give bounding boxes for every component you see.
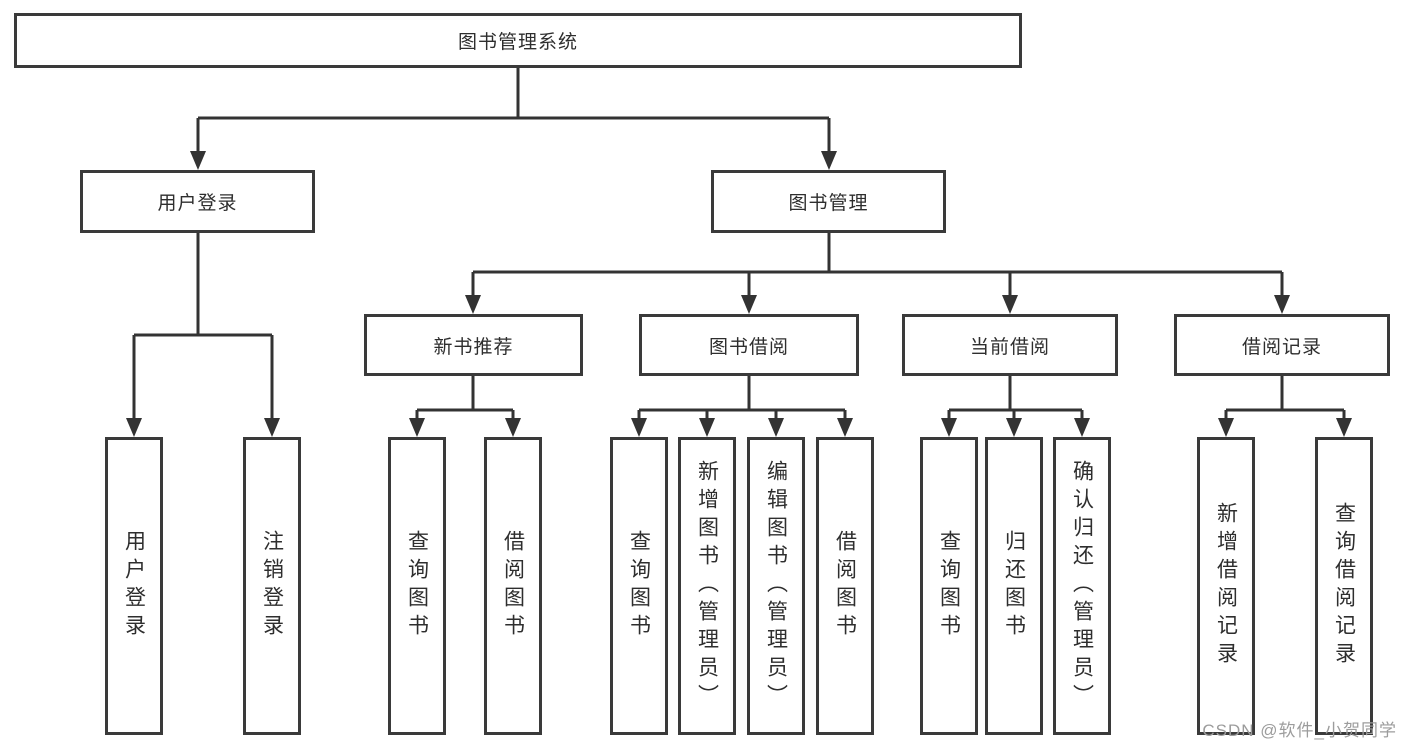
node-book-borrow: 图书借阅: [639, 314, 859, 376]
arrowhead: [264, 418, 280, 437]
edge-bookborrow-to-leaves: [637, 376, 847, 421]
leaf-borrow-books: 借阅图书: [816, 437, 874, 735]
arrowhead: [768, 418, 784, 437]
edge-userlogin-to-leaves: [132, 233, 274, 421]
arrowhead: [821, 151, 837, 170]
leaf-query-books-current: 查询图书: [920, 437, 978, 735]
arrowhead: [1336, 418, 1352, 437]
arrowhead: [409, 418, 425, 437]
leaf-add-borrow-record: 新增借阅记录: [1197, 437, 1255, 735]
arrowhead: [941, 418, 957, 437]
arrowhead: [1006, 418, 1022, 437]
arrowhead: [1274, 295, 1290, 314]
edge-borrowrecord-to-leaves: [1224, 376, 1346, 421]
node-user-login: 用户登录: [80, 170, 315, 233]
leaf-return-books: 归还图书: [985, 437, 1043, 735]
arrowhead: [699, 418, 715, 437]
node-root-library-system: 图书管理系统: [14, 13, 1022, 68]
leaf-add-books-admin: 新增图书（管理员）: [678, 437, 736, 735]
arrowhead: [837, 418, 853, 437]
leaf-confirm-return-admin: 确认归还（管理员）: [1053, 437, 1111, 735]
csdn-watermark: CSDN @软件_小贺同学: [1202, 721, 1397, 740]
arrowhead: [190, 151, 206, 170]
arrowhead: [1218, 418, 1234, 437]
arrowhead: [126, 418, 142, 437]
edge-newbook-to-leaves: [415, 376, 515, 421]
arrowhead: [1074, 418, 1090, 437]
edge-bookmgmt-to-level3: [471, 233, 1284, 298]
node-new-book-recommend: 新书推荐: [364, 314, 583, 376]
leaf-user-login: 用户登录: [105, 437, 163, 735]
node-book-management: 图书管理: [711, 170, 946, 233]
edge-currentborrow-to-leaves: [947, 376, 1084, 421]
arrowheads: [126, 151, 1352, 437]
leaf-edit-books-admin: 编辑图书（管理员）: [747, 437, 805, 735]
leaf-query-books-borrow: 查询图书: [610, 437, 668, 735]
arrowhead: [465, 295, 481, 314]
node-current-borrow: 当前借阅: [902, 314, 1118, 376]
edge-root-to-level2: [196, 68, 831, 154]
leaf-query-books-recommend: 查询图书: [388, 437, 446, 735]
leaf-logout-login: 注销登录: [243, 437, 301, 735]
leaf-borrow-books-recommend: 借阅图书: [484, 437, 542, 735]
leaf-query-borrow-record: 查询借阅记录: [1315, 437, 1373, 735]
arrowhead: [1002, 295, 1018, 314]
arrowhead: [505, 418, 521, 437]
arrowhead: [631, 418, 647, 437]
arrowhead: [741, 295, 757, 314]
node-borrow-records: 借阅记录: [1174, 314, 1390, 376]
